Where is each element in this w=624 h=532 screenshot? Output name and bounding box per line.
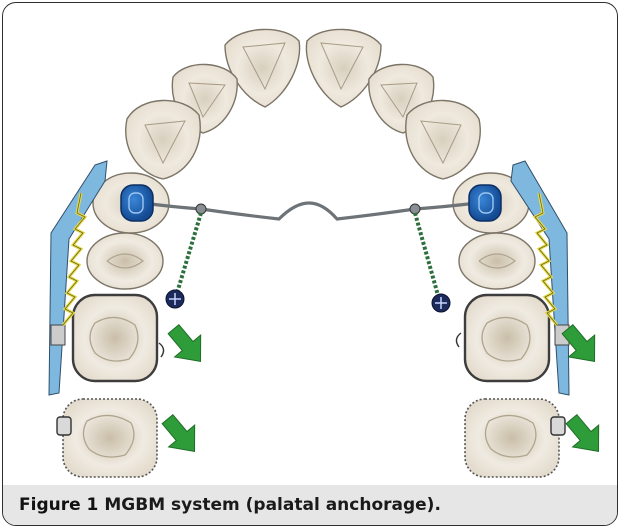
figure-caption: Figure 1 MGBM system (palatal anchorage)… <box>3 485 617 525</box>
tooth-icon <box>126 100 201 179</box>
blue-anchor-button-icon <box>121 185 153 221</box>
tooth-icon <box>465 295 549 381</box>
tooth-icon <box>459 233 535 289</box>
green-arrow-icon <box>160 318 213 372</box>
mgbm-illustration <box>3 3 618 487</box>
elastic-chains <box>177 213 439 299</box>
green-arrow-icon <box>558 408 611 462</box>
anterior-teeth <box>126 29 481 179</box>
tooth-icon <box>87 233 163 289</box>
palatal-wire-icon <box>143 203 477 219</box>
blue-anchor-button-icon <box>469 185 501 221</box>
tooth-icon <box>406 100 481 179</box>
figure-label: Figure 1 <box>19 495 98 515</box>
figure-frame: Figure 1 MGBM system (palatal anchorage)… <box>2 2 618 526</box>
green-arrow-icon <box>154 408 207 462</box>
miniscrews <box>166 290 450 312</box>
tooth-icon <box>465 399 559 477</box>
tooth-icon <box>63 399 157 477</box>
tooth-icon <box>73 295 157 381</box>
elastic-chain-icon <box>177 213 201 293</box>
elastic-chain-icon <box>415 213 439 299</box>
caption-text: MGBM system (palatal anchorage). <box>104 495 441 515</box>
